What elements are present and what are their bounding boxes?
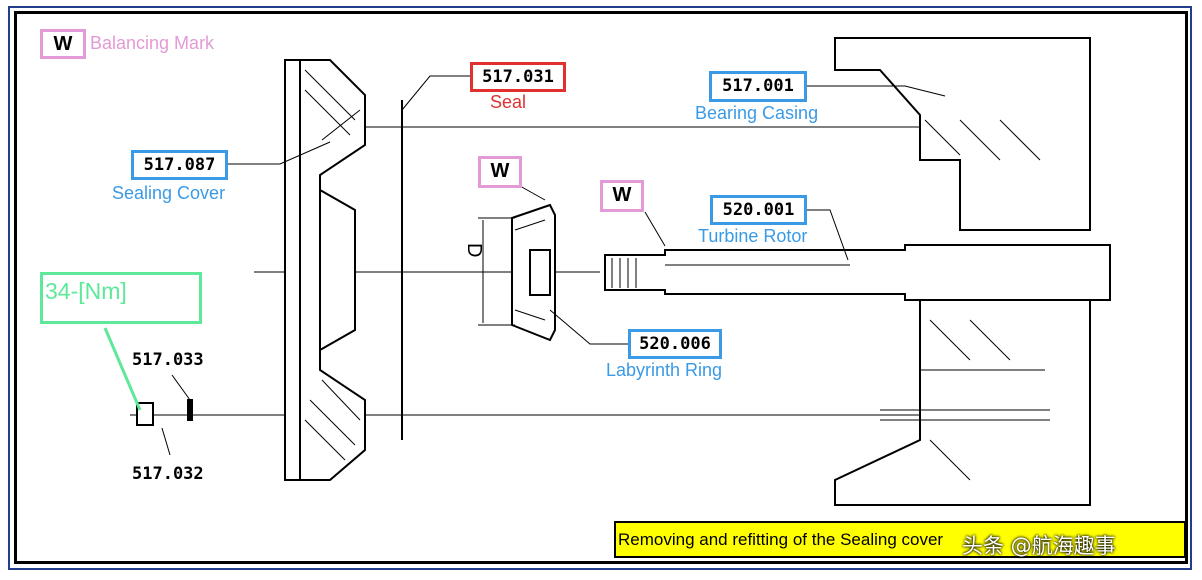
- legend-mark-glyph: W: [53, 33, 73, 55]
- seal-number-box: 517.031: [470, 62, 566, 92]
- nut-shape: [136, 402, 154, 426]
- labyrinth-ring-number-box: 520.006: [628, 329, 722, 359]
- seal-number: 517.031: [482, 67, 554, 87]
- turbine-rotor-name: Turbine Rotor: [698, 226, 808, 246]
- labyrinth-ring-number: 520.006: [639, 334, 711, 354]
- torque-value: 34-[Nm]: [45, 278, 127, 304]
- bearing-casing-number-box: 517.001: [709, 71, 807, 102]
- dimension-d: D: [463, 243, 485, 257]
- outer-frame: [8, 6, 1192, 570]
- part-517-033: 517.033: [132, 350, 204, 370]
- balancing-mark-ring-glyph: W: [490, 160, 510, 182]
- turbine-rotor-number: 520.001: [722, 200, 795, 220]
- balancing-mark-ring: W: [478, 156, 522, 188]
- balancing-mark-rotor: W: [600, 180, 644, 212]
- legend-mark-label: Balancing Mark: [90, 33, 215, 53]
- torque-box: [40, 272, 202, 324]
- seal-name: Seal: [490, 92, 527, 112]
- turbine-rotor-number-box: 520.001: [710, 195, 807, 225]
- caption-text: Removing and refitting of the Sealing co…: [618, 530, 944, 549]
- labyrinth-ring-name: Labyrinth Ring: [606, 360, 723, 380]
- part-517-032: 517.032: [132, 464, 204, 484]
- sealing-cover-number-box: 517.087: [131, 150, 228, 180]
- inner-frame: [14, 11, 1188, 564]
- turbine-rotor-shape: [604, 244, 1111, 301]
- balancing-mark-rotor-glyph: W: [612, 184, 632, 206]
- caption-bar: [614, 521, 1186, 558]
- labyrinth-ring-shape: [511, 203, 556, 342]
- sealing-cover-name: Sealing Cover: [112, 183, 226, 203]
- legend-mark-box: W: [40, 29, 86, 59]
- sealing-cover-number: 517.087: [143, 155, 216, 175]
- bearing-casing-number: 517.001: [722, 76, 794, 96]
- sealing-cover-shape: [284, 59, 366, 481]
- bearing-casing-name: Bearing Casing: [695, 103, 819, 123]
- watermark-text: 头条 @航海趣事: [962, 534, 1116, 558]
- washer-shape: [187, 399, 193, 421]
